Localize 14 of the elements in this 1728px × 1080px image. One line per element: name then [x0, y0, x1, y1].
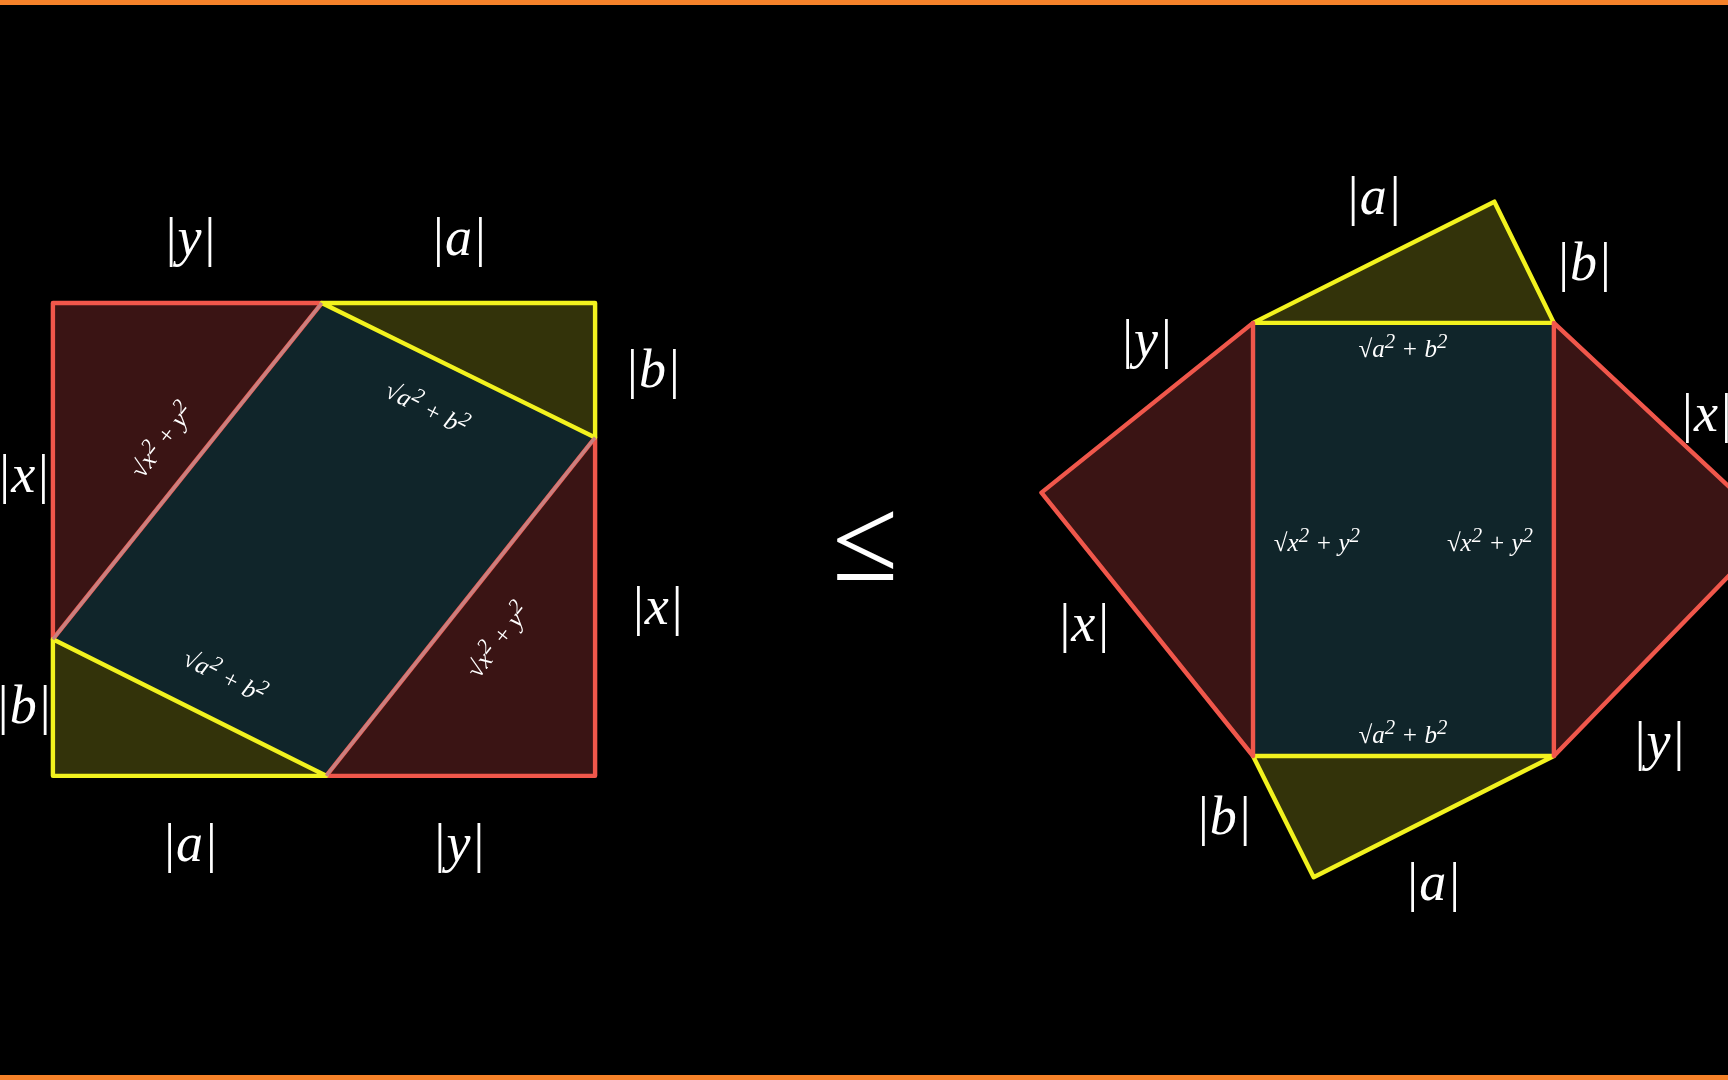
absolute-value-label: |y|: [431, 816, 486, 871]
absolute-value-label: |a|: [1344, 169, 1402, 224]
inequality-sign: ≤: [832, 480, 898, 600]
absolute-value-label: |x|: [630, 579, 684, 634]
square-root-label: √a$^{2}$ + b$^{2}$: [1358, 716, 1448, 747]
square-root-label: √x$^{2}$ + y$^{2}$: [1273, 524, 1360, 556]
absolute-value-label: |b|: [0, 678, 52, 733]
square-root-label: √a$^{2}$ + b$^{2}$: [1358, 330, 1448, 362]
absolute-value-label: |a|: [161, 816, 218, 871]
absolute-value-label: |y|: [1119, 312, 1173, 367]
square-root-label: √x$^{2}$ + y$^{2}$: [1446, 524, 1533, 556]
absolute-value-label: |x|: [1679, 386, 1728, 441]
absolute-value-label: |b|: [1555, 235, 1612, 290]
absolute-value-label: |b|: [624, 342, 681, 397]
